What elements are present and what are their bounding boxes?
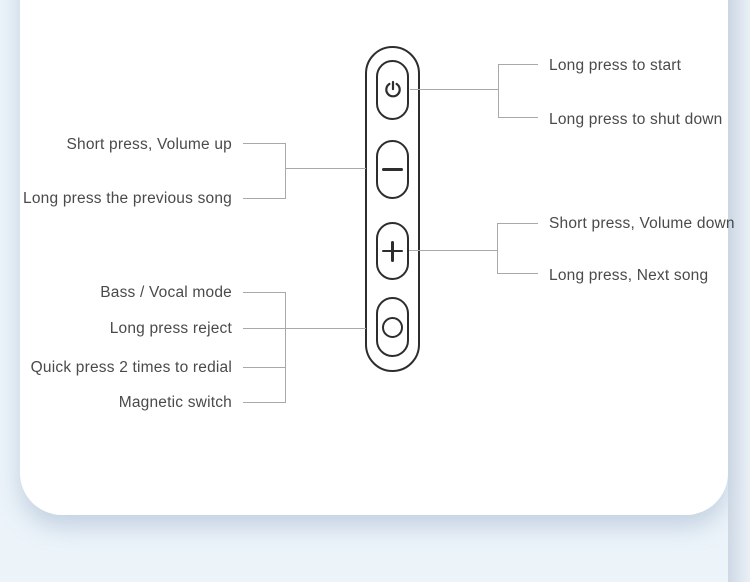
- callout-bass-vocal-mode: Bass / Vocal mode: [100, 284, 232, 301]
- connector-line: [285, 168, 366, 169]
- volume-up-button: [376, 140, 409, 199]
- connector-line: [285, 292, 286, 403]
- connector-line: [498, 64, 538, 65]
- circle-icon: [382, 316, 403, 338]
- callout-magnetic-switch: Magnetic switch: [118, 394, 232, 411]
- callout-power-on: Long press to start: [549, 57, 682, 74]
- connector-line: [243, 198, 285, 199]
- connector-line: [497, 223, 498, 274]
- connector-line: [409, 250, 497, 251]
- volume-down-button: [376, 222, 409, 280]
- connector-line: [498, 117, 538, 118]
- power-icon: [384, 80, 401, 98]
- connector-line: [243, 367, 285, 368]
- callout-power-off: Long press to shut down: [549, 111, 723, 128]
- callout-redial: Quick press 2 times to redial: [30, 359, 232, 376]
- minus-icon: [382, 168, 403, 171]
- connector-line: [243, 328, 366, 329]
- connector-line: [497, 223, 538, 224]
- multifunction-button: [376, 297, 409, 357]
- plus-icon: [382, 240, 403, 262]
- connector-line: [497, 273, 538, 274]
- connector-line: [243, 292, 285, 293]
- connector-line: [498, 64, 499, 118]
- connector-line: [243, 143, 285, 144]
- callout-volume-up: Short press, Volume up: [66, 136, 232, 153]
- page-right-edge: [728, 0, 750, 582]
- callout-volume-down: Short press, Volume down: [549, 215, 735, 232]
- connector-line: [410, 89, 498, 90]
- connector-line: [243, 402, 285, 403]
- callout-reject: Long press reject: [109, 320, 232, 337]
- connector-line: [285, 143, 286, 199]
- callout-next-song: Long press, Next song: [549, 267, 709, 284]
- power-button: [376, 60, 409, 120]
- callout-previous-song: Long press the previous song: [23, 190, 232, 207]
